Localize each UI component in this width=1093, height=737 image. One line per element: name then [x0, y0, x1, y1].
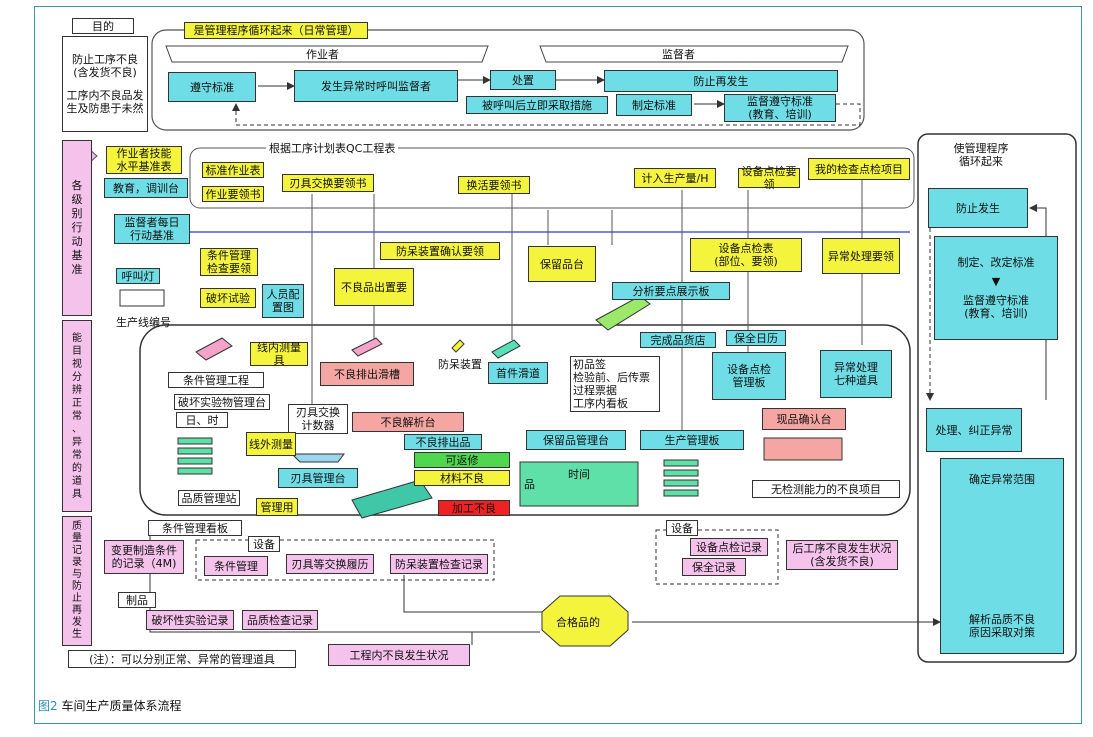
cycle-title: 是管理程序循环起来（日常管理）	[184, 22, 368, 39]
cond-board: 条件管理看板	[148, 520, 242, 536]
right-monitor: 监督遵守标准 (教育、培训)	[963, 294, 1029, 320]
figure-number: 图2	[38, 699, 58, 713]
pass-label: 合格品的	[556, 616, 600, 629]
date-time: 日、时	[176, 412, 228, 428]
right-analyze: 解析品质不良 原因采取对策	[969, 613, 1035, 639]
tool-counter: 刃具交换 计数器	[288, 404, 348, 434]
defect-out: 不良排出品	[404, 434, 482, 450]
right-confirm-range: 确定异常范围	[969, 473, 1035, 486]
down-arrow-icon: ▼	[991, 275, 1001, 288]
line-number: 生产线编号	[116, 316, 171, 329]
equipment-label-2: 设备	[666, 520, 698, 536]
destr-record: 破坏性实验记录	[146, 610, 234, 630]
product-label: 制品	[118, 592, 156, 608]
defect-chute: 不良排出滑槽	[320, 362, 414, 386]
purpose-line2: 工序内不良品发 生及防患于未然	[66, 89, 144, 115]
foolproof-device: 防呆装置	[438, 358, 482, 371]
destructive-test: 破坏试验	[200, 288, 256, 308]
first-item-list: 初品签 检验前、后传票 过程票据 工序内看板	[570, 356, 660, 412]
quality-record: 品质检查记录	[242, 610, 318, 630]
purpose-line1: 防止工序不良 (含发货不良)	[72, 53, 138, 79]
supervisor-daily: 监督者每日 行动基准	[114, 214, 190, 244]
left-label-visual-tools: 能 目 视 分 辨 正 常 、 异 常 的 道 具	[62, 320, 92, 512]
skill-table: 作业者技能 水平基准表	[106, 146, 182, 174]
figure-title: 车间生产质量体系流程	[57, 699, 182, 713]
right-revise: 制定、改定标准	[957, 256, 1035, 269]
prod-board: 生产管理板	[640, 430, 744, 450]
call-light: 呼叫灯	[116, 268, 160, 284]
mgmt-use: 管理用	[256, 498, 298, 516]
item-label: 品	[524, 478, 535, 491]
purpose-box: 防止工序不良 (含发货不良) 工序内不良品发 生及防患于未然	[62, 36, 148, 132]
cond-mgmt: 条件管理	[204, 556, 268, 576]
handle: 处置	[490, 70, 556, 90]
tool-board: 刃具管理台	[278, 468, 358, 488]
hold-board: 保留品管理台	[526, 430, 626, 450]
staffing-chart: 人员配 置图	[262, 284, 304, 318]
figure-caption: 图2 车间生产质量体系流程	[38, 697, 181, 714]
right-prevent: 防止发生	[928, 188, 1028, 228]
change-4m: 变更制造条件 的记录（4M)	[104, 540, 184, 574]
hold-area: 保留品台	[528, 246, 596, 282]
changeover-book: 换活要领书	[458, 176, 530, 194]
inproc-defect: 工程内不良发生状况	[328, 644, 470, 666]
returnable: 可返修	[414, 452, 510, 468]
purpose-header: 目的	[72, 18, 134, 34]
right-panel-block: 制定、改定标准 ▼ 监督遵守标准 (教育、培训)	[934, 236, 1058, 340]
undetectable: 无检测能力的不良项目	[752, 480, 900, 498]
qc-title: 根据工序计划表QC工程表	[266, 142, 399, 155]
my-check-items: 我的检查点检项目	[808, 158, 910, 180]
process-ng: 加工不良	[438, 500, 510, 516]
equip-mgmt-board: 设备点检 管理板	[712, 352, 786, 400]
equip-check-table: 设备点检表 (部位、要领)	[690, 238, 802, 272]
left-label-standards: 各 级 别 行 动 基 准	[62, 140, 92, 316]
abnormal-tools: 异常处理 七种道具	[820, 350, 892, 398]
maint-calendar: 保全日历	[726, 330, 786, 346]
tool-change-book: 刃具交换要领书	[282, 174, 374, 192]
prevent-recurrence: 防止再发生	[604, 70, 838, 92]
first-chute: 首件滑道	[488, 362, 548, 384]
work-book: 作业要领书	[202, 186, 264, 202]
figure-frame	[34, 6, 1082, 724]
foolproof-check: 防呆装置确认要领	[380, 242, 500, 260]
foolproof-record: 防呆装置检查记录	[390, 554, 488, 574]
left-label-records: 质 量 记 录 与 防 止 再 发 生	[62, 516, 92, 646]
plan-output: 计入生产量/H	[634, 168, 716, 188]
inline-measure: 线内测量具	[250, 341, 308, 367]
analysis-board: 分析要点展示板	[612, 282, 730, 300]
destr-board: 破坏实验物管理台	[174, 394, 270, 410]
offline-measure: 线外测量	[246, 432, 296, 456]
right-handle: 处理、纠正异常	[926, 408, 1022, 452]
maint-record: 保全记录	[682, 558, 746, 576]
cond-check: 条件管理 检查要领	[200, 248, 258, 276]
next-defect: 后工序不良发生状况 (含发货不良)	[786, 540, 898, 570]
monitor-standard: 监督遵守标准 (教育、培训)	[724, 94, 836, 122]
supervisor-label: 监督者	[662, 48, 695, 61]
defect-analysis: 不良解析台	[352, 412, 464, 432]
call-supervisor: 发生异常时呼叫监督者	[294, 70, 458, 102]
material-ng: 材料不良	[414, 470, 510, 486]
done-shop: 完成品货店	[640, 332, 716, 348]
std-work-table: 标准作业表	[202, 162, 264, 178]
time-label: 时间	[568, 468, 590, 481]
tool-history: 刃具等交换履历	[286, 554, 374, 574]
defect-sort: 不良品出置要	[334, 268, 414, 306]
edu-station: 教育，调训台	[104, 178, 188, 198]
abnormal-book: 异常处理要领	[822, 238, 900, 274]
equip-record: 设备点检记录	[690, 538, 768, 556]
set-standard: 制定标准	[616, 94, 692, 116]
cond-mgmt-process: 条件管理工程	[168, 372, 264, 388]
right-lower-block: 确定异常范围 解析品质不良 原因采取对策	[940, 458, 1064, 654]
real-check: 现品确认台	[762, 408, 846, 430]
worker-label: 作业者	[306, 48, 339, 61]
quality-station: 品质管理站	[178, 490, 240, 506]
follow-standard: 遵守标准	[168, 72, 256, 102]
equip-check-book: 设备点检要领	[738, 165, 800, 191]
right-header: 使管理程序 循环起来	[940, 138, 1022, 172]
immediate-action: 被呼叫后立即采取措施	[466, 96, 608, 114]
legend-note: (注）：可以分别正常、异常的管理道具	[68, 650, 296, 668]
equipment-label: 设备	[248, 536, 280, 552]
